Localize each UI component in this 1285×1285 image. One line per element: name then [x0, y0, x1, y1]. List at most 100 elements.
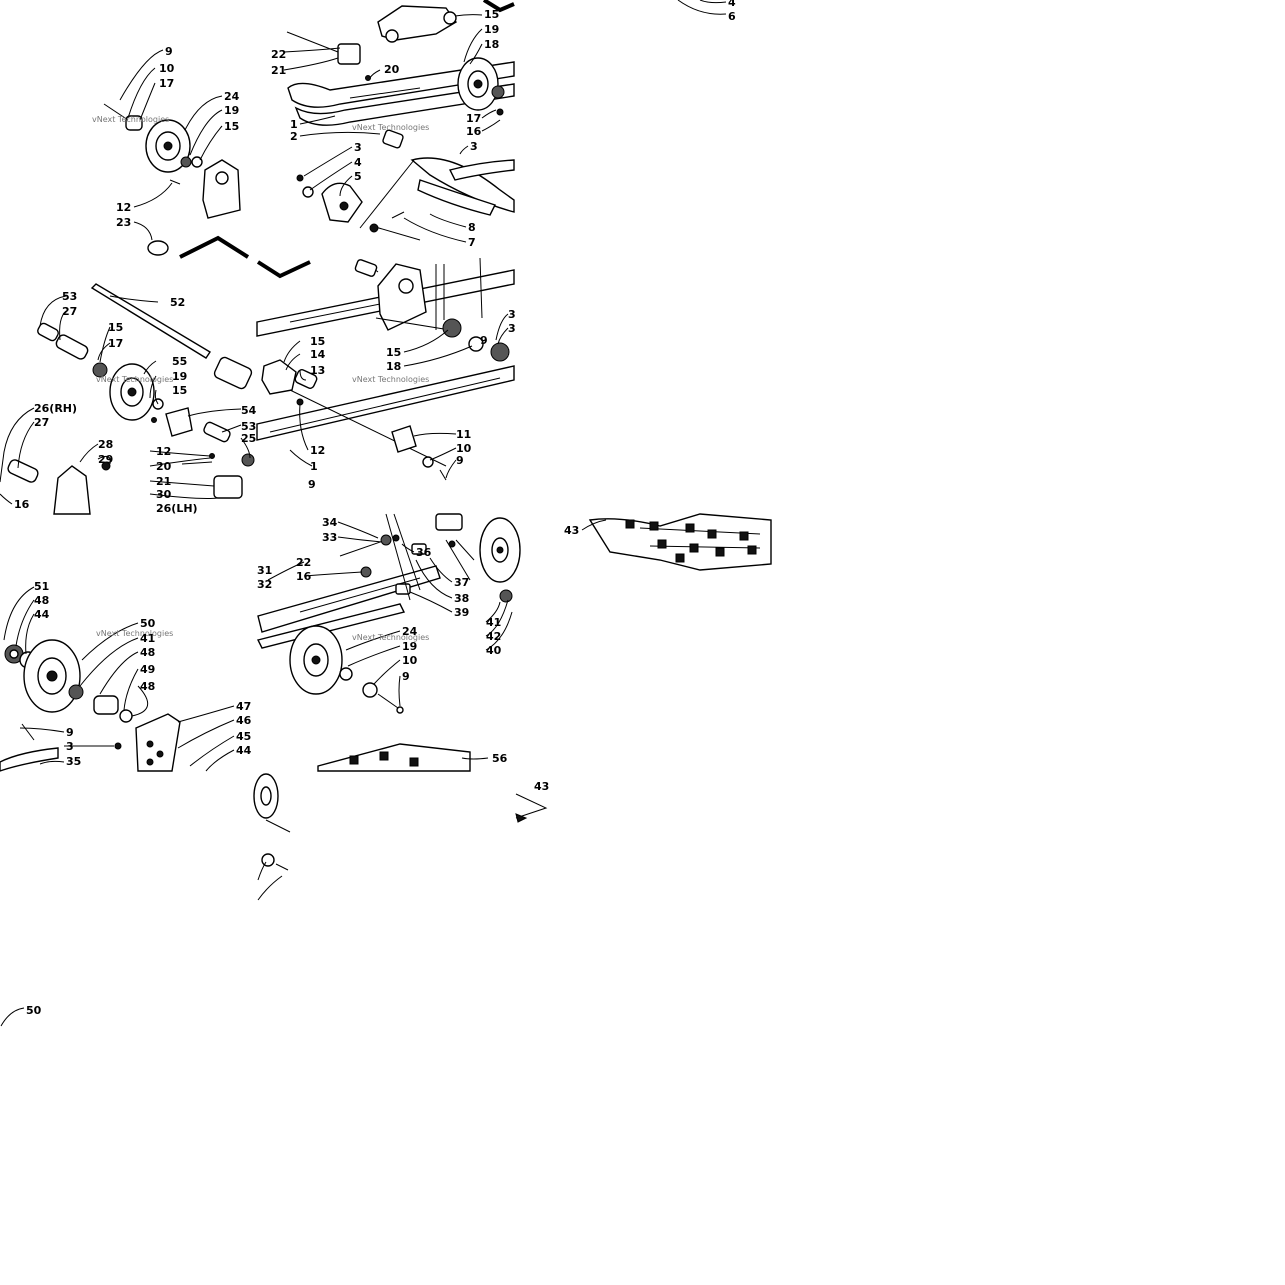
callout: 30 — [156, 488, 172, 501]
rear-plate — [135, 713, 181, 772]
callout: 1 — [290, 118, 298, 131]
callout: 50 — [26, 1004, 42, 1017]
callout: 15 — [108, 321, 123, 334]
callout: 51 — [34, 580, 49, 593]
callout: 9 — [66, 726, 74, 739]
callout: 27 — [34, 416, 49, 429]
callout: 19 — [484, 23, 499, 36]
watermark-4: vNext Technologies — [352, 375, 429, 384]
callout: 13 — [310, 364, 325, 377]
callout: 17 — [159, 77, 174, 90]
callout: 12 — [310, 444, 325, 457]
callout: 33 — [322, 531, 337, 544]
track-clip-strip — [317, 743, 471, 772]
callout: 16 — [296, 570, 312, 583]
callout: 32 — [257, 578, 272, 591]
callout: 10 — [159, 62, 175, 75]
callout: 14 — [310, 348, 326, 361]
callout: 19 — [224, 104, 239, 117]
callout: 18 — [386, 360, 401, 373]
tile-track-clips — [581, 513, 772, 571]
axle-clamp-right — [391, 425, 417, 453]
callout: 15 — [484, 8, 499, 21]
callout: 45 — [236, 730, 251, 743]
spacer-49 — [93, 695, 119, 715]
callout: 53 — [241, 420, 256, 433]
callout: 29 — [98, 453, 113, 466]
callout: 42 — [486, 630, 501, 643]
callout: 31 — [257, 564, 272, 577]
watermark-5: vNext Technologies — [96, 629, 173, 638]
callout: 54 — [241, 404, 257, 417]
callout: 48 — [140, 680, 155, 693]
callout: 3 — [470, 140, 478, 153]
callout: 5 — [354, 170, 362, 183]
center-bracket — [377, 263, 427, 331]
spacer — [382, 129, 404, 149]
callout: 3 — [354, 141, 362, 154]
callout: 50 — [140, 617, 156, 630]
curved-rail-tip — [410, 157, 515, 213]
callout: 43 — [534, 780, 549, 793]
tile-idler-wheel-left — [103, 49, 250, 259]
callout: 15 — [386, 346, 401, 359]
callout: 41 — [486, 616, 501, 629]
callout: 53 — [62, 290, 77, 303]
callout: 1 — [310, 460, 318, 473]
callout: 39 — [454, 606, 469, 619]
callout: 10 — [456, 442, 472, 455]
callout: 11 — [456, 428, 471, 441]
callout: 9 — [480, 334, 488, 347]
callout: 2 — [290, 130, 298, 143]
wheel-bushing — [125, 115, 143, 131]
rear-axle — [90, 283, 211, 359]
slide-rail — [287, 61, 515, 108]
callout: 9 — [308, 478, 316, 491]
rear-rail — [257, 565, 441, 633]
callout: 49 — [140, 663, 155, 676]
callout: 12 — [116, 201, 131, 214]
callout-labels: 6 4 15 19 18 22 21 20 1 2 17 16 3 3 4 5 … — [14, 0, 736, 1017]
axle-spacer — [37, 322, 59, 342]
callout: 17 — [108, 337, 123, 350]
tile-rear-wheel-left — [0, 586, 235, 772]
callout: 56 — [492, 752, 508, 765]
callout: 48 — [34, 594, 49, 607]
callout: 3 — [508, 308, 516, 321]
callout: 21 — [271, 64, 286, 77]
callout: 22 — [271, 48, 286, 61]
callout: 20 — [384, 63, 400, 76]
tile-top-right-fragment — [677, 0, 727, 15]
callout: 17 — [466, 112, 481, 125]
tile-slide-rail-center — [256, 257, 515, 481]
callout: 44 — [34, 608, 50, 621]
callout: 15 — [310, 335, 325, 348]
callout: 9 — [165, 45, 173, 58]
callout: 26(RH) — [34, 402, 77, 415]
tensioner-block — [261, 359, 297, 395]
callout: 23 — [116, 216, 131, 229]
mounting-bracket — [202, 159, 241, 219]
callout: 10 — [402, 654, 418, 667]
tile-slide-rail-rear — [256, 513, 521, 772]
callout: 38 — [454, 592, 469, 605]
tile-lower-fragment — [0, 773, 548, 1027]
watermark-6: vNext Technologies — [352, 633, 429, 642]
callout: 6 — [728, 10, 736, 23]
clamp-block — [435, 513, 463, 531]
callout: 4 — [728, 0, 736, 9]
bushing — [147, 240, 169, 256]
callout: 26(LH) — [156, 502, 198, 515]
watermark-2: vNext Technologies — [352, 123, 429, 132]
callout: 22 — [296, 556, 311, 569]
callout: 4 — [354, 156, 362, 169]
callout: 19 — [172, 370, 187, 383]
callout: 19 — [402, 640, 417, 653]
callout: 34 — [322, 516, 338, 529]
rear-slide-block — [213, 475, 243, 499]
callout: 3 — [508, 322, 516, 335]
callout: 7 — [468, 236, 476, 249]
callout: 36 — [416, 546, 432, 559]
lower-rail — [256, 365, 515, 441]
